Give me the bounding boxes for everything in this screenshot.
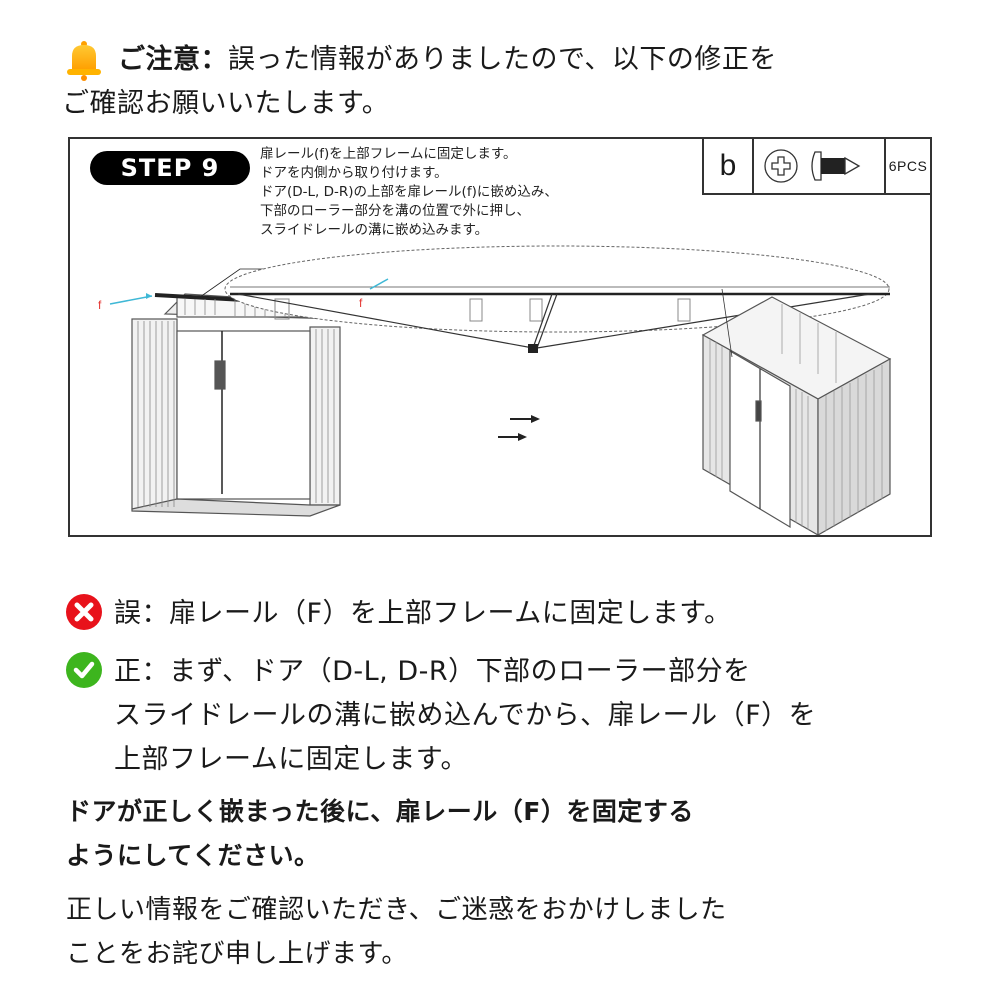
instruction-line: 下部のローラー部分を溝の位置で外に押し、 [260,203,530,219]
notice-label: ご注意： [118,44,228,75]
correct-text-line-1: 正：まず、ドア（D-L, D-R）下部のローラー部分を [114,656,751,687]
check-circle-icon [66,651,102,688]
incorrect-text: 誤：扉レール（F）を上部フレームに固定します。 [114,598,732,629]
callout-f-detail: f [359,296,363,310]
step-instructions: 扉レール(f)を上部フレームに固定します。 ドアを内側から取り付けます。 ドア(… [260,145,558,240]
callout-f-left: f [98,298,102,312]
apology-line-2: ことをお詫び申し上げます。 [66,939,408,969]
step-number-badge: STEP 9 [90,151,250,185]
bell-icon [67,41,101,81]
manual-step-frame: f f [68,137,932,537]
apology-note: 正しい情報をご確認いただき、ご迷惑をおかけしました ことをお詫び申し上げます。 [66,888,727,976]
part-letter: b [704,139,754,193]
part-quantity: 6PCS [888,158,928,174]
notice-header: ご注意：誤った情報がありましたので、以下の修正を ご確認お願いいたします。 [62,38,962,126]
emphasis-line-1: ドアが正しく嵌まった後に、扉レール（F）を固定する [66,797,694,826]
notice-line-1: ご注意：誤った情報がありましたので、以下の修正を [62,38,962,82]
correct-text-line-3: 上部フレームに固定します。 [114,744,468,775]
shed-isometric-view [701,288,892,535]
emphasis-note: ドアが正しく嵌まった後に、扉レール（F）を固定する ようにしてください。 [66,790,694,878]
phillips-screw-icon [754,139,886,193]
incorrect-statement: 誤：扉レール（F）を上部フレームに固定します。 [66,592,732,636]
instruction-line: 扉レール(f)を上部フレームに固定します。 [260,146,517,162]
rail-detail-callout [224,245,890,353]
instruction-line: ドアを内側から取り付けます。 [260,165,448,181]
shed-assembly-illustration: f f [98,245,892,535]
x-circle-icon [66,593,102,630]
instruction-line: ドア(D-L, D-R)の上部を扉レール(f)に嵌め込み、 [260,184,558,200]
notice-text-1: 誤った情報がありましたので、以下の修正を [228,44,777,75]
apology-line-1: 正しい情報をご確認いただき、ご迷惑をおかけしました [66,895,727,925]
hardware-parts-box: b 6PCS [702,137,932,195]
correct-statement: 正：まず、ドア（D-L, D-R）下部のローラー部分を スライドレールの溝に嵌め… [66,650,816,782]
notice-line-2: ご確認お願いいたします。 [62,88,390,119]
direction-arrows [498,415,540,441]
instruction-line: スライドレールの溝に嵌め込みます。 [260,222,489,238]
correct-text-line-2: スライドレールの溝に嵌め込んでから、扉レール（F）を [114,700,817,731]
emphasis-line-2: ようにしてください。 [66,841,320,870]
